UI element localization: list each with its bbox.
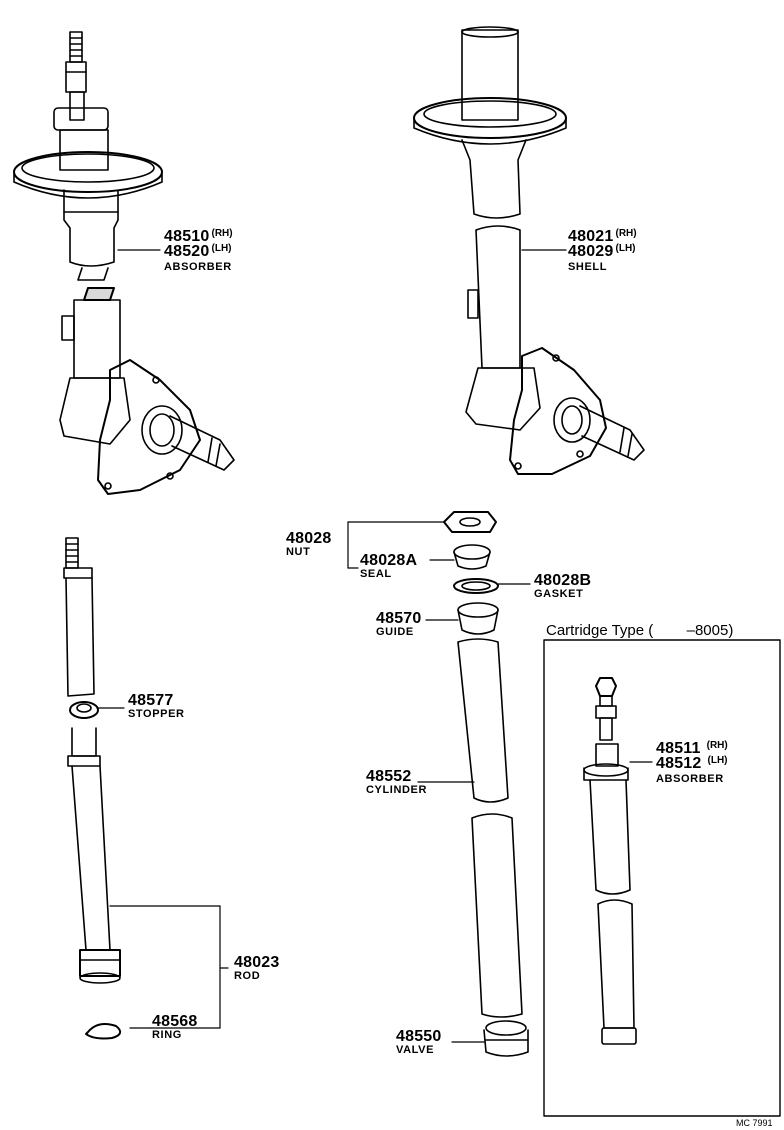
part-name: CYLINDER (366, 784, 428, 796)
part-number: 48028A (360, 552, 418, 569)
cartridge-box (543, 639, 781, 1117)
label-guide-48570: 48570 GUIDE (376, 610, 422, 638)
label-absorber-48511: 48511 (RH) 48512 (LH) ABSORBER (656, 740, 728, 785)
label-absorber-48510: 48510(RH) 48520(LH) ABSORBER (164, 228, 233, 273)
side-suffix: (LH) (615, 243, 636, 254)
part-number: 48552 (366, 768, 412, 785)
part-name: ABSORBER (656, 773, 724, 785)
part-name: VALVE (396, 1044, 435, 1056)
cylinder-stack (443, 511, 529, 1057)
side-suffix: (LH) (211, 243, 232, 254)
label-seal-48028A: 48028A SEAL (360, 552, 417, 580)
side-suffix: (RH) (615, 228, 637, 239)
label-nut-48028: 48028 NUT (286, 530, 332, 558)
part-number: 48520 (164, 243, 210, 260)
diagram-code: MC 7991 (736, 1118, 773, 1128)
part-number: 48028B (534, 572, 592, 589)
part-name: GUIDE (376, 626, 414, 638)
part-name: ROD (234, 970, 261, 982)
part-name: ABSORBER (164, 261, 232, 273)
part-name: NUT (286, 546, 311, 558)
part-number: 48023 (234, 954, 280, 971)
side-suffix: (LH) (707, 755, 728, 766)
label-cylinder-48552: 48552 CYLINDER (366, 768, 427, 796)
label-gasket-48028B: 48028B GASKET (534, 572, 591, 600)
side-suffix: (RH) (211, 228, 233, 239)
strut-assembly-left (13, 31, 235, 495)
label-stopper-48577: 48577 STOPPER (128, 692, 185, 720)
label-rod-48023: 48023 ROD (234, 954, 280, 982)
part-name: SHELL (568, 261, 608, 273)
label-ring-48568: 48568 RING (152, 1013, 198, 1041)
part-name: SEAL (360, 568, 392, 580)
part-number: 48568 (152, 1013, 198, 1030)
part-name: RING (152, 1029, 182, 1041)
strut-assembly-right (413, 26, 645, 475)
leader-lines (97, 249, 653, 1043)
part-number: 48512 (656, 755, 702, 772)
cartridge-type-title: Cartridge Type ( –8005) (546, 622, 734, 639)
part-number: 48550 (396, 1028, 442, 1045)
part-number: 48511 (656, 740, 701, 757)
part-number: 48510 (164, 228, 210, 245)
part-number: 48577 (128, 692, 174, 709)
part-number: 48570 (376, 610, 422, 627)
label-valve-48550: 48550 VALVE (396, 1028, 442, 1056)
label-shell-48021: 48021(RH) 48029(LH) SHELL (568, 228, 637, 273)
part-number: 48028 (286, 530, 332, 547)
part-number: 48029 (568, 243, 614, 260)
part-name: STOPPER (128, 708, 185, 720)
part-name: GASKET (534, 588, 584, 600)
cartridge-absorber (583, 677, 637, 1045)
rod-exploded (63, 537, 122, 1040)
side-suffix: (RH) (706, 740, 728, 751)
part-number: 48021 (568, 228, 614, 245)
